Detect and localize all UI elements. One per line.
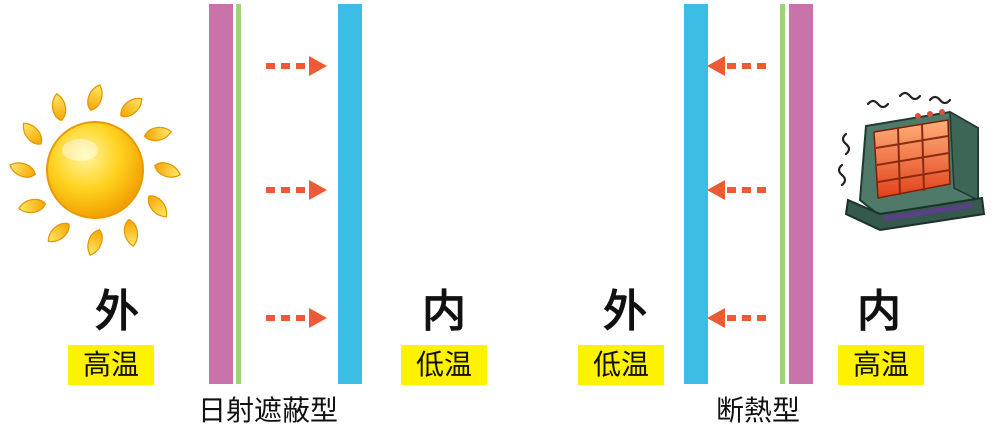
arrow-left xyxy=(707,180,766,200)
sun-ray xyxy=(47,222,70,243)
arrow-left xyxy=(707,56,766,76)
sun-ray xyxy=(154,162,181,178)
sun-ray xyxy=(18,198,47,214)
glass-pane-left xyxy=(338,4,362,384)
inside-label-left: 内 xyxy=(422,286,466,337)
sun-ray xyxy=(123,218,139,247)
inside-temp-badge-right: 高温 xyxy=(838,345,924,385)
sun-ray xyxy=(22,122,43,145)
film-layer-left xyxy=(209,4,233,384)
adhesive-layer-right xyxy=(780,4,785,384)
sun-ray xyxy=(51,93,67,122)
arrow-right xyxy=(266,308,327,328)
caption-right: 断熱型 xyxy=(716,394,801,427)
outside-label-right: 外 xyxy=(603,286,647,337)
arrow-right xyxy=(266,180,327,200)
adhesive-layer-left xyxy=(236,4,241,384)
inside-temp-badge-left: 低温 xyxy=(401,345,487,385)
arrow-left xyxy=(707,308,766,328)
sun-ray xyxy=(87,229,103,256)
film-layer-right xyxy=(789,4,813,384)
sun-ray xyxy=(87,84,103,111)
sun-ray xyxy=(147,195,168,218)
arrow-right xyxy=(266,56,327,76)
sun-ray xyxy=(143,126,172,142)
outside-label-left: 外 xyxy=(95,286,139,337)
sun-icon xyxy=(9,84,181,256)
outside-temp-badge-right: 低温 xyxy=(578,345,664,385)
outside-temp-badge-left: 高温 xyxy=(68,345,154,385)
heat-arrows-right xyxy=(707,56,766,328)
sun-ray xyxy=(120,97,143,118)
caption-left: 日射遮蔽型 xyxy=(198,394,339,427)
heat-arrows-left xyxy=(266,56,327,328)
inside-label-right: 内 xyxy=(857,286,901,337)
heater-icon xyxy=(837,91,986,232)
glass-pane-right xyxy=(684,4,708,384)
sun-rays xyxy=(9,84,181,256)
sun-ray xyxy=(9,162,36,178)
